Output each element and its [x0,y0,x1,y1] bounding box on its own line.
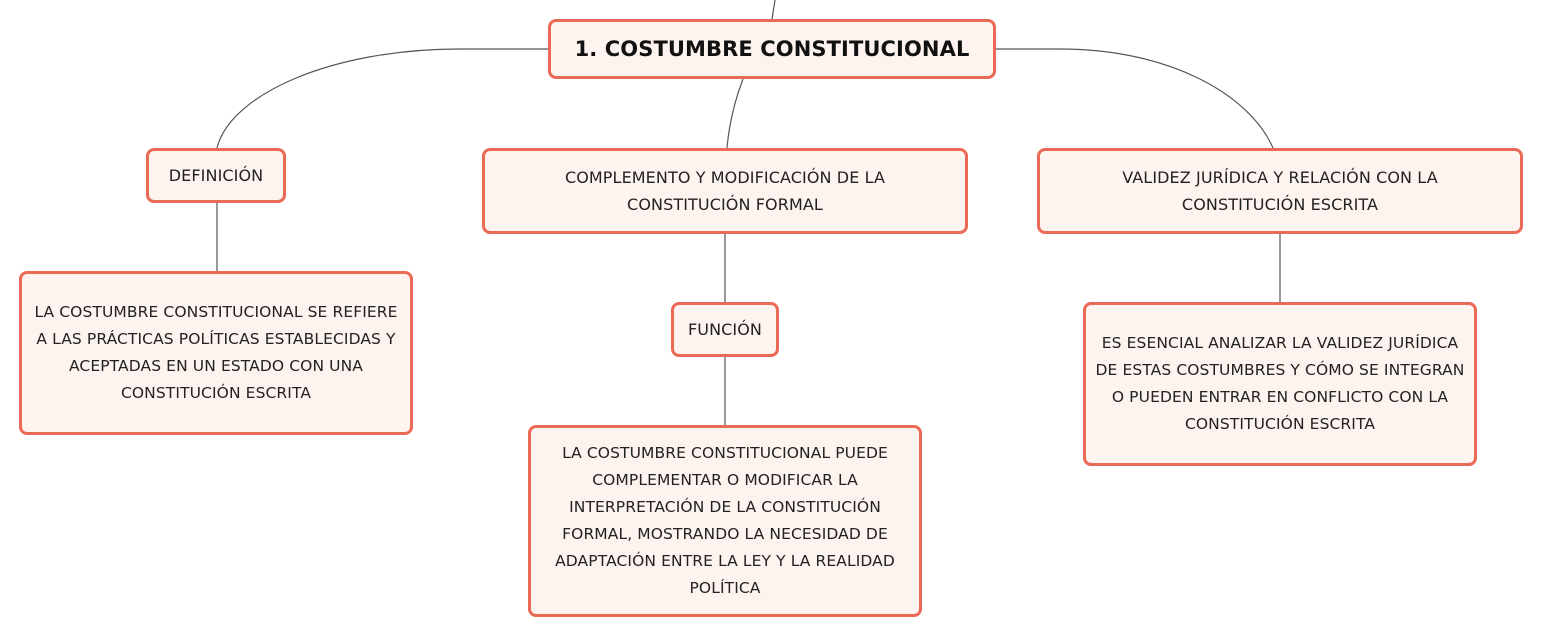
definicion-text: LA COSTUMBRE CONSTITUCIONAL SE REFIERE A… [34,303,398,402]
branch-node-definicion[interactable]: DEFINICIÓN [146,148,286,203]
validez-text-node[interactable]: ES ESENCIAL ANALIZAR LA VALIDEZ JURÍDICA… [1083,302,1477,466]
validez-text: ES ESENCIAL ANALIZAR LA VALIDEZ JURÍDICA… [1095,334,1465,433]
root-node[interactable]: 1. COSTUMBRE CONSTITUCIONAL [548,19,996,79]
funcion-text: LA COSTUMBRE CONSTITUCIONAL PUEDE COMPLE… [555,444,895,597]
branch-node-complemento-label: COMPLEMENTO Y MODIFICACIÓN DE LA CONSTIT… [564,168,886,214]
branch-node-validez-label: VALIDEZ JURÍDICA Y RELACIÓN CON LA CONST… [1122,168,1438,214]
connector-root-to-definicion [216,48,548,149]
funcion-text-node[interactable]: LA COSTUMBRE CONSTITUCIONAL PUEDE COMPLE… [528,425,922,617]
branch-node-complemento[interactable]: COMPLEMENTO Y MODIFICACIÓN DE LA CONSTIT… [482,148,968,234]
definicion-text-node[interactable]: LA COSTUMBRE CONSTITUCIONAL SE REFIERE A… [19,271,413,435]
connector-root-to-complemento [726,78,744,149]
connector-root-to-validez [996,48,1274,149]
sub-node-funcion[interactable]: FUNCIÓN [671,302,779,357]
sub-node-funcion-label: FUNCIÓN [687,320,763,339]
root-node-label: 1. COSTUMBRE CONSTITUCIONAL [574,37,970,61]
branch-node-definicion-label: DEFINICIÓN [168,166,264,185]
branch-node-validez[interactable]: VALIDEZ JURÍDICA Y RELACIÓN CON LA CONST… [1037,148,1523,234]
connector-parent-to-root [771,0,776,20]
